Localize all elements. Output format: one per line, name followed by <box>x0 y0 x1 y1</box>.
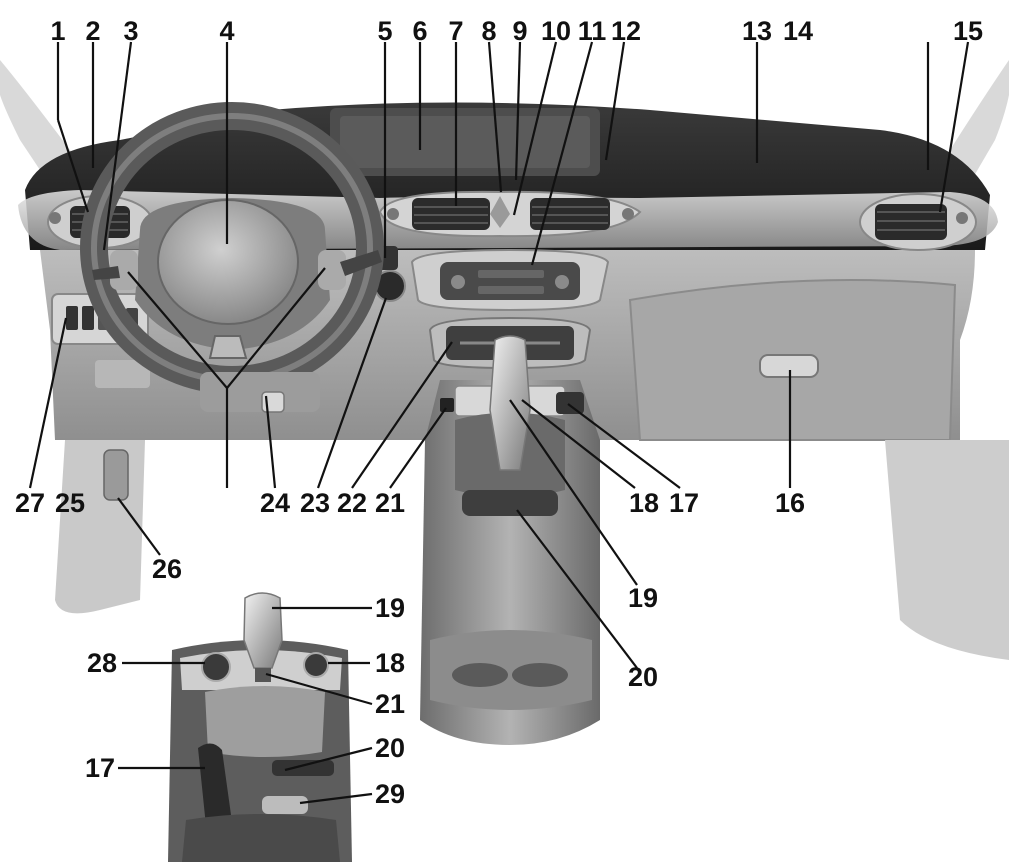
callout-23: 23 <box>300 488 330 518</box>
callout-19: 19 <box>628 583 658 613</box>
inset-handbrake <box>198 743 232 826</box>
callout-2: 2 <box>85 16 100 46</box>
callout-16: 16 <box>775 488 805 518</box>
callout-18: 18 <box>629 488 659 518</box>
inset-switch-29 <box>262 796 308 814</box>
right-stalk <box>340 250 382 276</box>
display-screen <box>340 116 590 168</box>
callout-26: 26 <box>152 554 182 584</box>
inset-callout-17: 17 <box>85 753 115 783</box>
left-stalk <box>92 266 120 280</box>
parking-brake-pedal <box>103 449 129 501</box>
callout-4: 4 <box>219 16 234 46</box>
right-air-vent <box>859 193 977 251</box>
callout-13: 13 <box>742 16 772 46</box>
gear-lever-main <box>489 335 531 471</box>
callout-5: 5 <box>377 16 392 46</box>
callout-9: 9 <box>512 16 527 46</box>
foot-area-left <box>55 440 145 614</box>
callout-25: 25 <box>55 488 85 518</box>
cup-holder-right <box>512 663 568 687</box>
callout-3: 3 <box>123 16 138 46</box>
callout-17: 17 <box>669 488 699 518</box>
callout-22: 22 <box>337 488 367 518</box>
console-storage <box>462 490 558 516</box>
inset-knob-18 <box>303 652 329 678</box>
callout-8: 8 <box>481 16 496 46</box>
callout-15: 15 <box>953 16 983 46</box>
center-console <box>420 335 600 745</box>
callout-27: 27 <box>15 488 45 518</box>
inset-callout-20: 20 <box>375 733 405 763</box>
callout-6: 6 <box>412 16 427 46</box>
audio-unit <box>410 248 610 312</box>
callout-10: 10 <box>541 16 571 46</box>
callout-11: 11 <box>578 16 607 46</box>
foot-area-right <box>885 440 1009 660</box>
inset-callout-28: 28 <box>87 648 117 678</box>
inset-callout-29: 29 <box>375 779 405 809</box>
callout-12: 12 <box>611 16 641 46</box>
steering-column <box>200 372 320 412</box>
inset-callout-21: 21 <box>375 689 405 719</box>
inset-gear-console <box>168 592 352 862</box>
callout-leader-lines <box>28 41 970 805</box>
inset-callout-18: 18 <box>375 648 405 678</box>
callout-21: 21 <box>375 488 405 518</box>
inset-gear-knob <box>243 592 283 669</box>
inset-callout-19: 19 <box>375 593 405 623</box>
callout-14: 14 <box>783 16 813 46</box>
callout-20: 20 <box>628 662 658 692</box>
bonnet-release <box>261 391 285 413</box>
cup-holder-left <box>452 663 508 687</box>
callout-1: 1 <box>50 16 65 46</box>
inset-storage <box>272 760 334 776</box>
callout-7: 7 <box>448 16 463 46</box>
inset-knob-28 <box>201 652 231 682</box>
center-air-vents <box>378 190 642 238</box>
callout-24: 24 <box>260 488 290 518</box>
